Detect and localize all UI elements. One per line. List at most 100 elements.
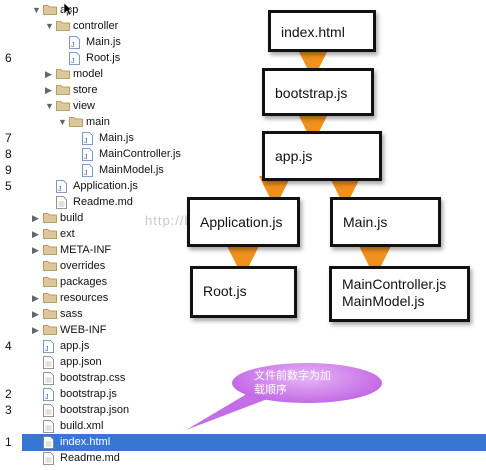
tree-row-label: ext [60, 228, 75, 240]
expand-triangle-closed-icon[interactable]: ▶ [45, 85, 52, 95]
tree-row[interactable]: overrides [0, 258, 486, 274]
expand-triangle-open-icon[interactable]: ▼ [45, 101, 54, 111]
folder-icon [43, 276, 57, 292]
tree-row-label: META-INF [60, 244, 112, 256]
load-order-number: 8 [5, 147, 12, 161]
tree-row[interactable]: packages [0, 274, 486, 290]
tree-row[interactable]: build.xml [0, 418, 486, 434]
expand-triangle-closed-icon[interactable]: ▶ [45, 69, 52, 79]
load-order-number: 6 [5, 51, 12, 65]
tree-row-label: bootstrap.json [60, 404, 130, 416]
tree-row[interactable]: ▶ WEB-INF [0, 322, 486, 338]
box-index-html: index.html [268, 10, 376, 52]
expand-triangle-closed-icon[interactable]: ▶ [32, 325, 39, 335]
folder-icon [43, 260, 57, 276]
folder-icon [43, 308, 57, 324]
callout-bubble: 文件前数字为加 载顺序 [232, 363, 382, 403]
box-bootstrap-js-label: bootstrap.js [275, 85, 348, 101]
box-bootstrap-js: bootstrap.js [262, 68, 374, 116]
load-order-number: 2 [5, 387, 12, 401]
file-icon [43, 404, 54, 422]
tree-row[interactable]: ▶ store [0, 82, 486, 98]
folder-icon [43, 228, 57, 244]
load-order-number: 9 [5, 163, 12, 177]
folder-icon [43, 292, 57, 308]
js-file-icon: J [69, 52, 80, 70]
svg-text:J: J [84, 170, 88, 177]
expand-triangle-closed-icon[interactable]: ▶ [32, 245, 39, 255]
expand-triangle-closed-icon[interactable]: ▶ [32, 293, 39, 303]
box-mainmodel-label: MainModel.js [342, 293, 425, 309]
tree-row-label: main [86, 116, 110, 128]
folder-icon [43, 324, 57, 340]
svg-text:J: J [58, 186, 62, 193]
tree-row[interactable]: ▶ ext [0, 226, 486, 242]
tree-row-label: MainModel.js [99, 164, 164, 176]
folder-icon [56, 84, 70, 100]
expand-triangle-closed-icon[interactable]: ▶ [32, 213, 39, 223]
tree-row[interactable]: ▶ sass [0, 306, 486, 322]
tree-row[interactable]: ▶model [0, 66, 486, 82]
tree-row-label: store [73, 84, 98, 96]
js-file-icon: J [56, 180, 67, 198]
expand-triangle-open-icon[interactable]: ▼ [58, 117, 67, 127]
tree-row[interactable]: ▶ META-INF [0, 242, 486, 258]
folder-icon [56, 68, 70, 84]
expand-triangle-closed-icon[interactable]: ▶ [32, 309, 39, 319]
tree-row[interactable]: Readme.md [0, 450, 486, 466]
tree-row-label: index.html [60, 436, 111, 448]
tree-row-label: build.xml [60, 420, 104, 432]
tree-row[interactable]: ▼ main [0, 114, 486, 130]
tree-row[interactable]: ▼ view [0, 98, 486, 114]
expand-triangle-open-icon[interactable]: ▼ [32, 5, 41, 15]
box-maincontroller-label: MainController.js [342, 276, 447, 292]
box-root-js: Root.js [190, 266, 297, 318]
tree-row-label: bootstrap.js [60, 388, 117, 400]
folder-icon [43, 212, 57, 228]
box-index-html-label: index.html [281, 24, 345, 40]
js-file-icon: J [43, 340, 54, 358]
callout-text-line1: 文件前数字为加 [254, 370, 331, 382]
js-file-icon: J [82, 148, 93, 166]
folder-icon [43, 4, 57, 20]
mouse-cursor-icon [63, 2, 73, 16]
js-file-icon: J [69, 36, 80, 54]
tree-row-label: WEB-INF [60, 324, 107, 336]
tree-row-label: overrides [60, 260, 106, 272]
tree-row[interactable]: ▶ resources [0, 290, 486, 306]
tree-row[interactable]: app.json [0, 354, 486, 370]
box-root-js-label: Root.js [203, 283, 247, 299]
load-order-number: 1 [5, 435, 12, 449]
tree-row-selected[interactable]: 1 index.html [5, 434, 486, 454]
expand-triangle-open-icon[interactable]: ▼ [45, 21, 54, 31]
box-application-js: Application.js [187, 197, 300, 247]
folder-icon [56, 100, 70, 116]
expand-triangle-closed-icon[interactable]: ▶ [32, 229, 39, 239]
tree-row[interactable]: bootstrap.css [0, 370, 486, 386]
tree-row-label: packages [60, 276, 108, 288]
tree-row[interactable]: ▶build [0, 210, 486, 226]
project-file-tree: ▼app▼controllerJMain.js6JRoot.js▶model▶s… [0, 4, 486, 465]
file-icon [43, 436, 54, 454]
tree-row[interactable]: Readme.md [0, 194, 486, 210]
load-order-number: 7 [5, 131, 12, 145]
file-icon [43, 356, 54, 374]
svg-text:J: J [71, 58, 75, 65]
tree-row-label: resources [60, 292, 109, 304]
tree-row-label: sass [60, 308, 83, 320]
callout-pointer [186, 392, 270, 430]
tree-row-label: view [73, 100, 96, 112]
tree-row-label: Readme.md [60, 452, 120, 464]
tree-row[interactable]: ▼controller [0, 18, 486, 34]
box-main-js: Main.js [330, 197, 441, 247]
load-order-number: 5 [5, 179, 12, 193]
